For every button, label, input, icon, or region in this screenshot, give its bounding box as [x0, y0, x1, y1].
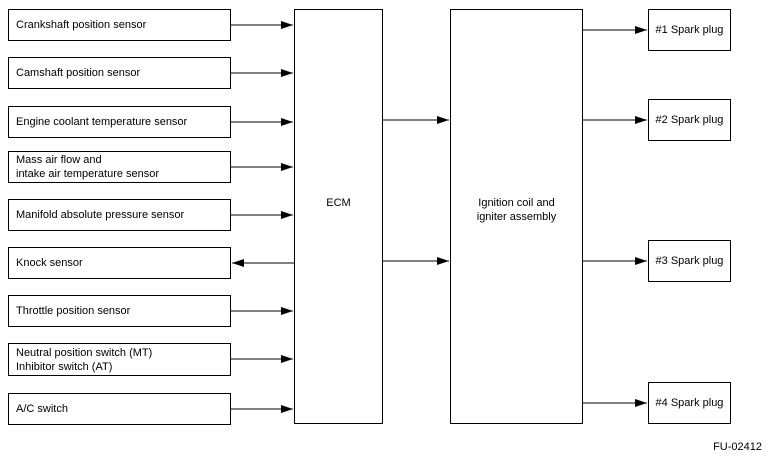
- spark-plug-4-box: #4 Spark plug: [648, 382, 731, 424]
- spark-plug-3-box: #3 Spark plug: [648, 240, 731, 282]
- sensor-label-line: Knock sensor: [16, 257, 83, 269]
- sensor-box-crankshaft-position: Crankshaft position sensor: [8, 9, 231, 41]
- ignition-coil-igniter-block: Ignition coil and igniter assembly: [450, 9, 583, 424]
- spark-plug-1-box: #1 Spark plug: [648, 9, 731, 51]
- sensor-label-line: Engine coolant temperature sensor: [16, 116, 188, 128]
- sensor-label-line: A/C switch: [16, 403, 68, 415]
- sensor-box-camshaft-position: Camshaft position sensor: [8, 57, 231, 89]
- sensor-box-engine-coolant-temperature: Engine coolant temperature sensor: [8, 106, 231, 138]
- sensor-label-line: Throttle position sensor: [16, 305, 131, 317]
- spark-plug-label: #1 Spark plug: [655, 24, 724, 36]
- sensor-box-mass-air-flow: Mass air flow and intake air temperature…: [8, 151, 231, 183]
- spark-plug-2-box: #2 Spark plug: [648, 99, 731, 141]
- sensor-label-line: Camshaft position sensor: [16, 67, 141, 79]
- sensor-label-line: intake air temperature sensor: [16, 168, 160, 180]
- ecm-block: ECM: [294, 9, 383, 424]
- igniter-label: Ignition coil and igniter assembly: [451, 196, 582, 224]
- spark-plug-label: #4 Spark plug: [655, 397, 724, 409]
- sensor-box-ac-switch: A/C switch: [8, 393, 231, 425]
- sensor-label-line: Inhibitor switch (AT): [16, 360, 113, 373]
- sensor-box-knock: Knock sensor: [8, 247, 231, 279]
- spark-plug-label: #3 Spark plug: [655, 255, 724, 267]
- sensor-label-line: Crankshaft position sensor: [16, 19, 147, 31]
- sensor-box-neutral-inhibitor-switch: Neutral position switch (MT) Inhibitor s…: [8, 343, 231, 376]
- sensor-box-manifold-absolute-pressure: Manifold absolute pressure sensor: [8, 199, 231, 231]
- spark-plug-label: #2 Spark plug: [655, 114, 724, 126]
- ecm-label: ECM: [326, 197, 351, 209]
- sensor-box-throttle-position: Throttle position sensor: [8, 295, 231, 327]
- sensor-label-line: Manifold absolute pressure sensor: [16, 209, 185, 221]
- figure-code: FU-02412: [713, 441, 762, 453]
- sensor-label-line: Neutral position switch (MT): [16, 346, 153, 359]
- igniter-label-line: igniter assembly: [476, 211, 557, 223]
- sensor-label-line: Mass air flow and: [16, 154, 102, 166]
- igniter-label-line: Ignition coil and: [478, 197, 555, 209]
